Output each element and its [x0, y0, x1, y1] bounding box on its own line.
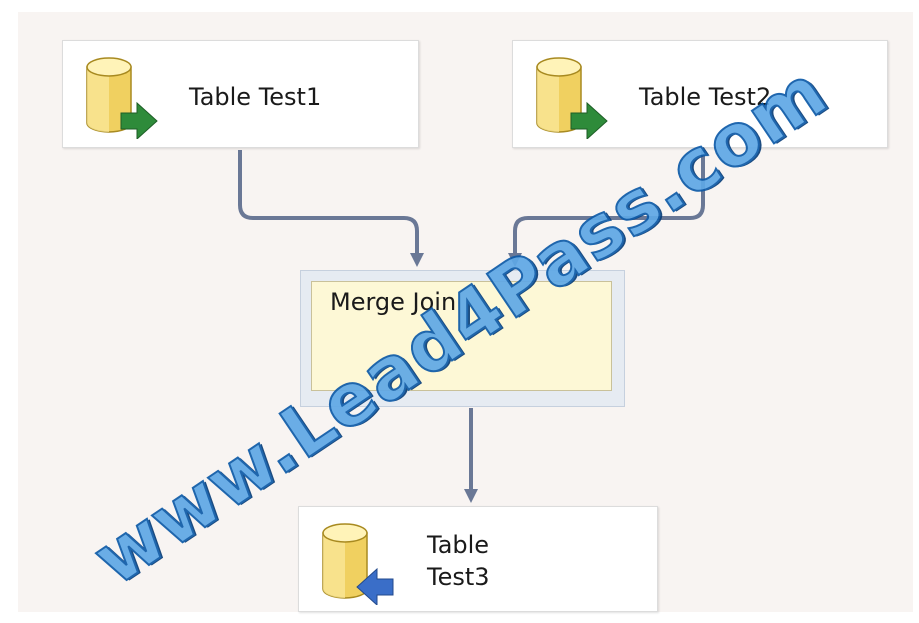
database-source-icon: [86, 57, 158, 139]
merge-join-node[interactable]: Merge Join: [300, 270, 625, 407]
source-node-table-test2[interactable]: Table Test2: [512, 40, 888, 148]
merge-join-label: Merge Join: [330, 288, 457, 316]
source-node-table-test1[interactable]: Table Test1: [62, 40, 419, 148]
merge-join-body: Merge Join: [311, 281, 612, 391]
destination-node-table-test3[interactable]: Table Test3: [298, 506, 658, 612]
database-source-icon: [536, 57, 608, 139]
connector-source2-to-merge[interactable]: [508, 150, 705, 267]
source-node-label: Table Test1: [189, 83, 322, 111]
source-node-label: Table Test2: [639, 83, 772, 111]
database-destination-icon: [322, 523, 394, 605]
destination-node-label: Table Test3: [427, 531, 490, 591]
connector-source1-to-merge[interactable]: [238, 150, 424, 267]
